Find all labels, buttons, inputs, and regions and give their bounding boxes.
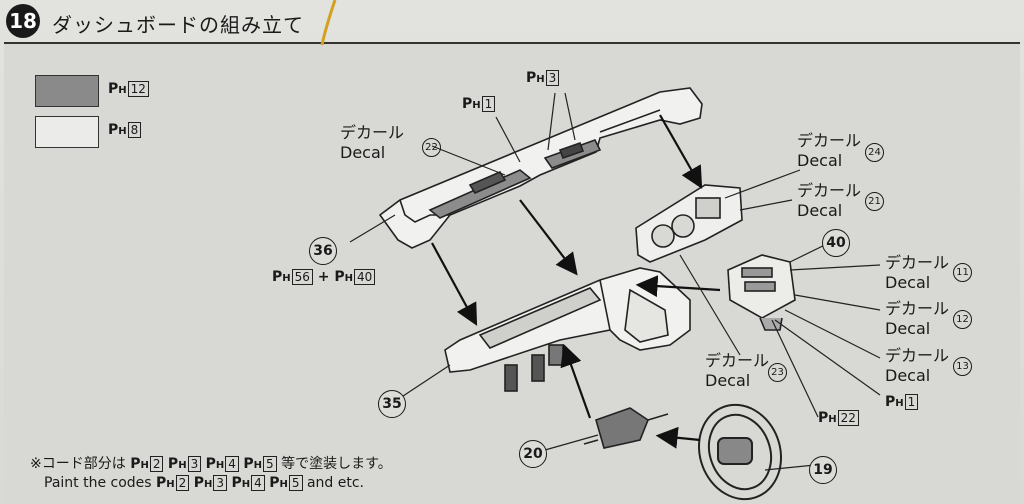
steering-column	[583, 407, 669, 449]
dash-top-panel	[378, 87, 703, 249]
gauge-cluster	[635, 184, 743, 263]
steering-wheel	[697, 403, 783, 501]
part-20-number: 20	[519, 440, 547, 468]
dash-lower-body	[444, 267, 691, 392]
step-number-badge: 18	[6, 4, 40, 38]
part-35-number: 35	[378, 390, 406, 418]
assembly-panel	[4, 42, 1020, 504]
decal-12-number: 12	[953, 310, 972, 329]
paint-swatch-dark	[35, 75, 99, 107]
decal-24-number: 24	[865, 143, 884, 162]
step-number: 18	[9, 9, 37, 33]
part-19-number: 19	[809, 456, 837, 484]
switch-panel	[727, 254, 796, 331]
decal-23-number: 23	[768, 363, 787, 382]
part-36-number: 36	[309, 237, 337, 265]
paint-swatch-light	[35, 116, 99, 148]
decal-22-number: 22	[422, 138, 441, 157]
decal-13-number: 13	[953, 357, 972, 376]
part-40-number: 40	[822, 229, 850, 257]
decal-11-number: 11	[953, 263, 972, 282]
step-title: ダッシュボードの組み立て	[52, 13, 304, 37]
decal-21-number: 21	[865, 192, 884, 211]
